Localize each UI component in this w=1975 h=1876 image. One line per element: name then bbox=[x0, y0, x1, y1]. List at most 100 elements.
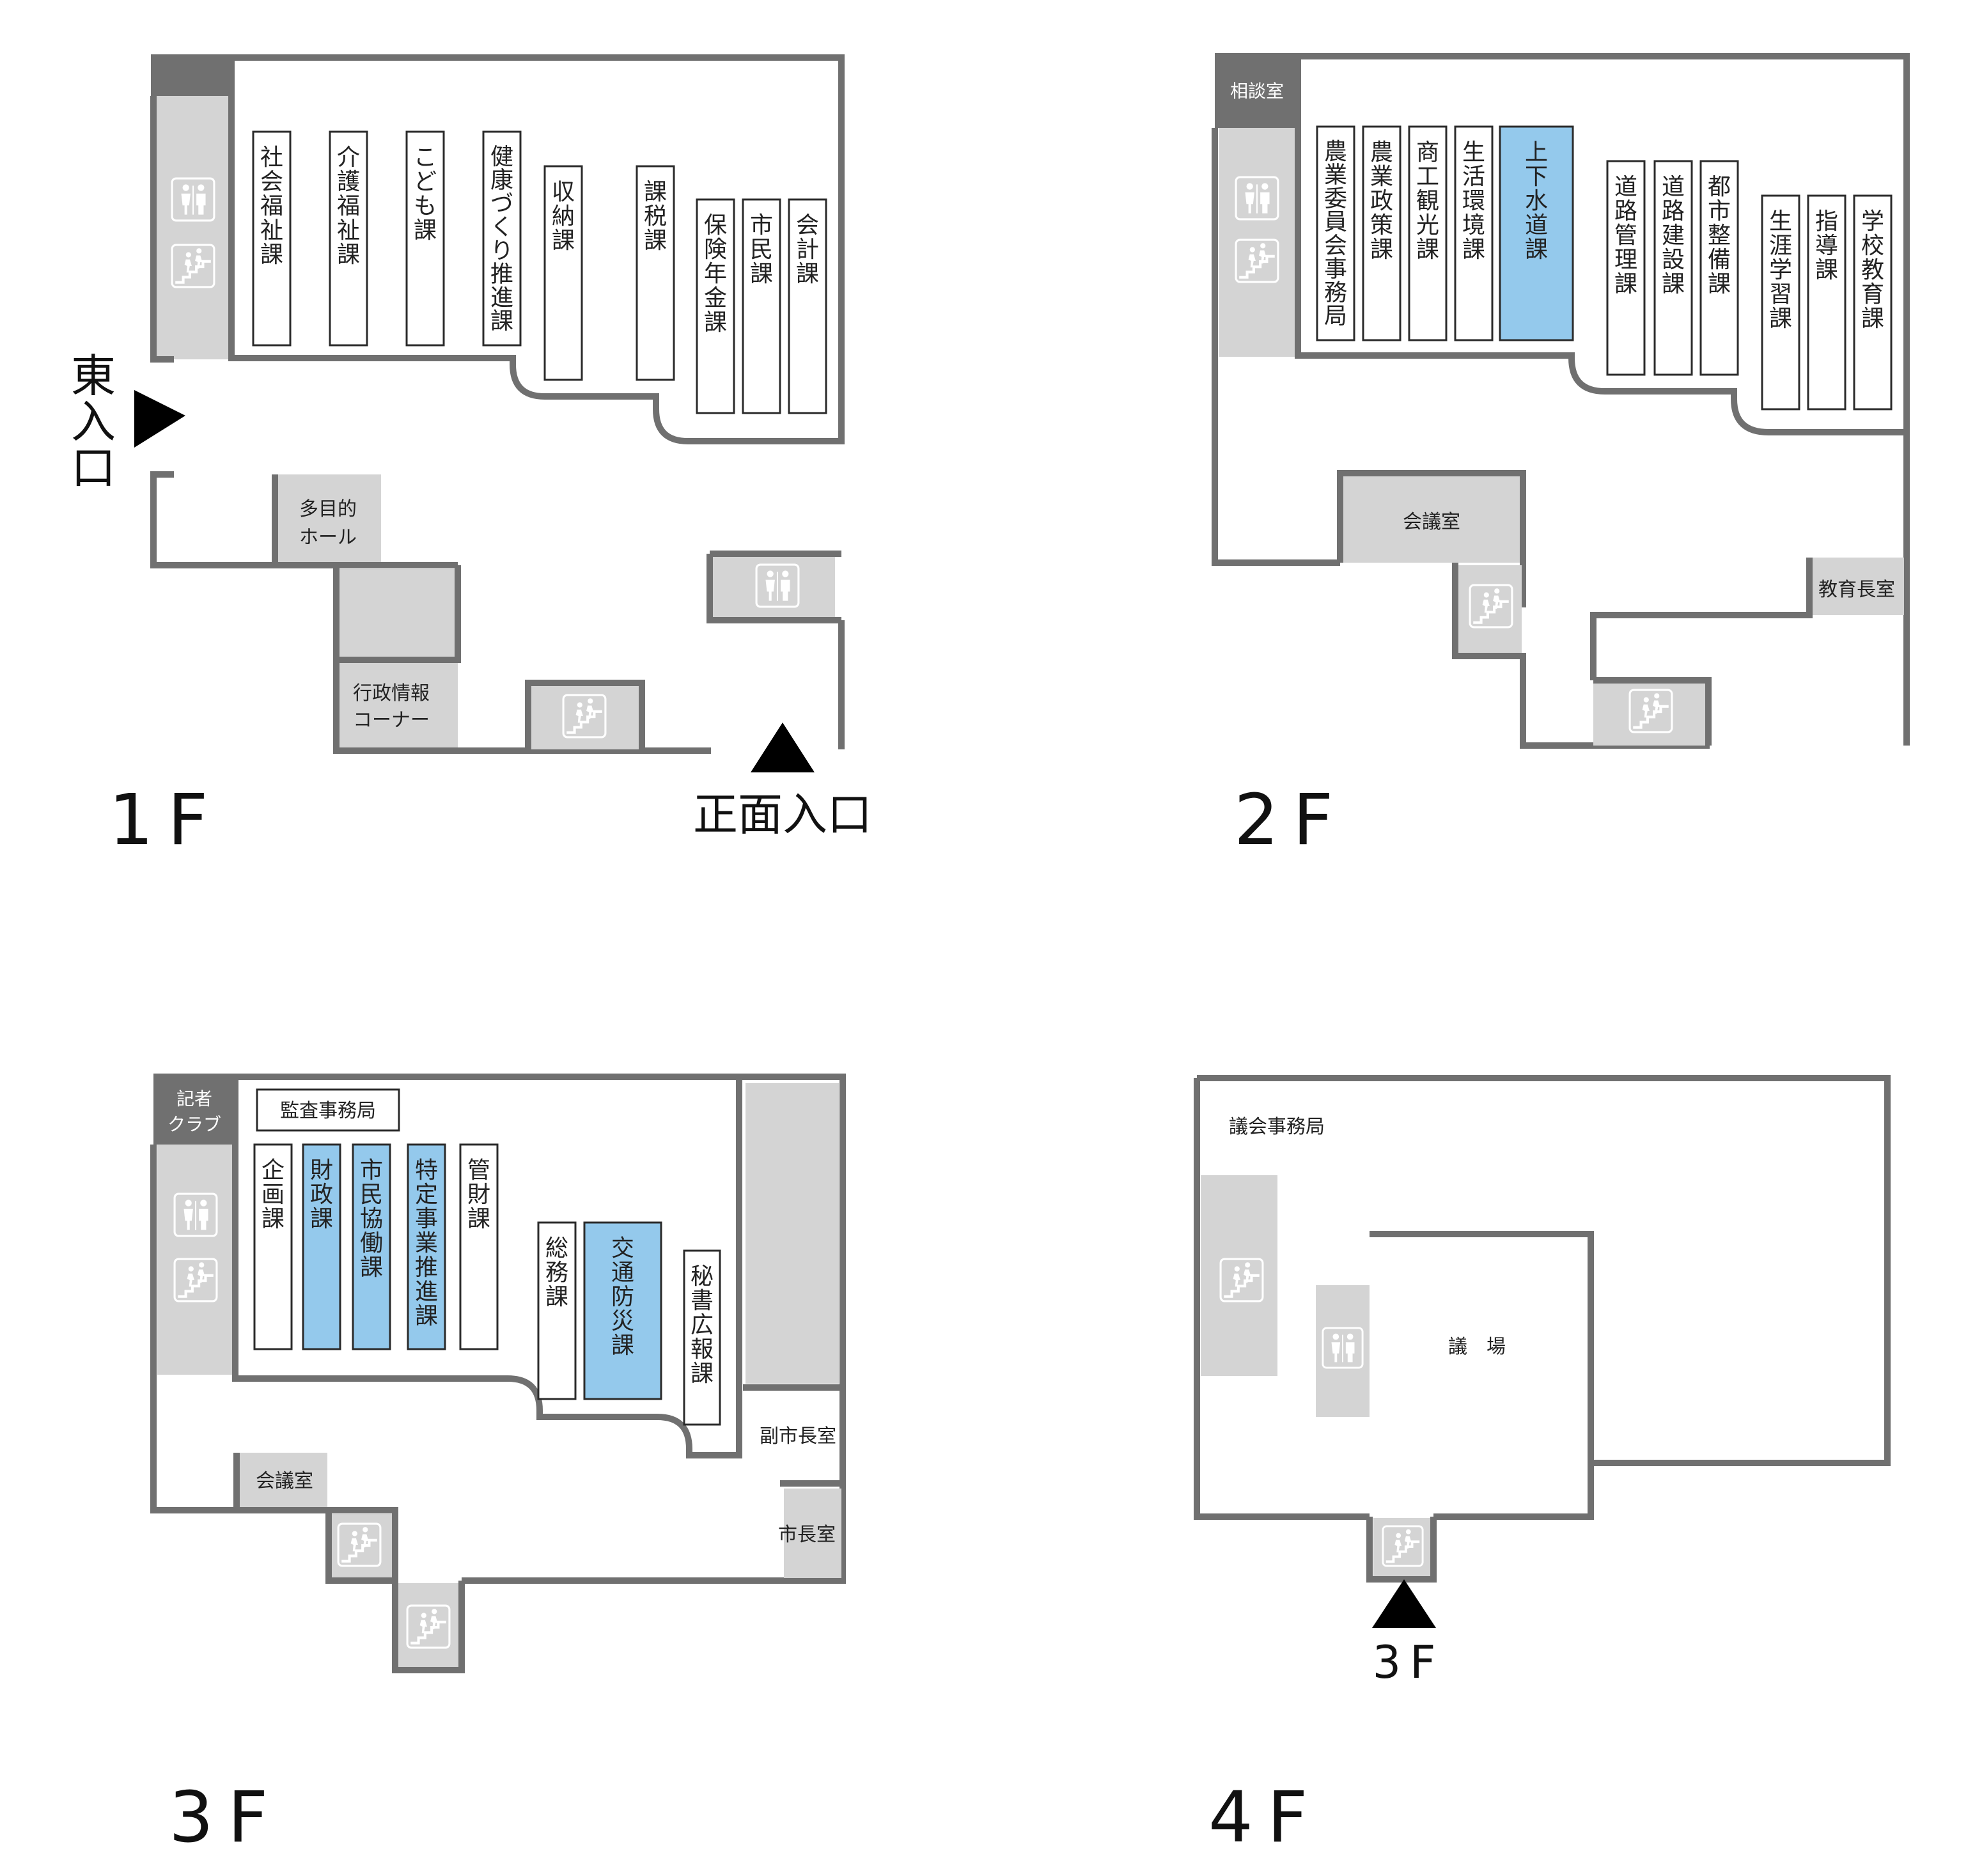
wall bbox=[1194, 1078, 1370, 1520]
department-label: 指導課 bbox=[1815, 208, 1838, 283]
room-multipurpose-hall bbox=[275, 474, 381, 565]
floor-3f: 記者 クラブ 副市長室 市長室 会議室 監査事務局 企画課財政課市民協働課特定事… bbox=[150, 1074, 846, 1858]
room-meeting bbox=[237, 1453, 327, 1510]
department-box bbox=[1362, 125, 1401, 341]
wall-west-lower bbox=[150, 471, 275, 568]
grey-room-east bbox=[746, 1083, 839, 1384]
department-box bbox=[253, 1143, 293, 1350]
superintendent-room-label: 教育長室 bbox=[1818, 579, 1895, 601]
restroom-stairs-block bbox=[1219, 128, 1297, 357]
department-box bbox=[302, 1143, 341, 1350]
front-entrance-arrow-icon bbox=[751, 723, 815, 772]
department-label: 都市整備課 bbox=[1708, 174, 1731, 297]
floor-4f: 議会事務局 議 場 3 F 4 F bbox=[1194, 1075, 1891, 1858]
east-entrance-arrow-icon bbox=[134, 390, 185, 448]
wall-west-2f bbox=[1212, 128, 1340, 566]
consultation-room-box bbox=[1215, 56, 1298, 128]
assembly-hall-wall bbox=[1370, 1231, 1594, 1463]
department-label: 課税課 bbox=[644, 179, 667, 254]
from-floor-label: 3 F bbox=[1373, 1636, 1436, 1689]
department-label: 商工観光課 bbox=[1416, 139, 1439, 263]
wall bbox=[325, 1510, 395, 1584]
stairs-block bbox=[1593, 680, 1708, 746]
department-box bbox=[683, 1249, 721, 1426]
council-office-label: 議会事務局 bbox=[1229, 1116, 1325, 1138]
office-wall bbox=[1215, 53, 1910, 435]
department-box bbox=[407, 1143, 446, 1350]
department-box bbox=[459, 1143, 499, 1350]
department-label: 農業委員会事務局 bbox=[1324, 139, 1347, 329]
wall bbox=[525, 680, 645, 749]
stairs-block bbox=[528, 684, 641, 749]
press-club-label-1: 記者 bbox=[176, 1088, 212, 1109]
office-wall bbox=[232, 1077, 742, 1458]
stairs-block bbox=[395, 1583, 462, 1670]
department-box bbox=[1807, 194, 1846, 410]
deputy-mayor-room-label: 副市長室 bbox=[760, 1425, 836, 1448]
department-label: こども課 bbox=[414, 145, 437, 244]
department-box bbox=[352, 1143, 391, 1350]
department-label: 健康づくり推進課 bbox=[490, 144, 513, 334]
department-box bbox=[1316, 125, 1355, 341]
department-label: 市民課 bbox=[750, 212, 773, 287]
department-box bbox=[1761, 194, 1800, 410]
mayor-room-label: 市長室 bbox=[778, 1524, 836, 1546]
department-box bbox=[788, 198, 827, 414]
press-club-label-2: クラブ bbox=[168, 1114, 221, 1135]
room-superintendent bbox=[1809, 558, 1904, 615]
wall bbox=[1593, 677, 1712, 746]
admin-info-corner-label-2: コーナー bbox=[353, 709, 430, 731]
wall-south-1f bbox=[333, 565, 711, 754]
department-box bbox=[636, 165, 675, 381]
department-label: 上下水道課 bbox=[1525, 139, 1548, 263]
department-box bbox=[1454, 125, 1494, 341]
floor-label-4f: 4 F bbox=[1208, 1776, 1308, 1858]
stairs-block bbox=[1201, 1175, 1277, 1376]
department-label: 企画課 bbox=[262, 1157, 285, 1232]
wall bbox=[336, 565, 461, 663]
department-box bbox=[1699, 160, 1739, 376]
wall bbox=[1337, 470, 1526, 607]
admin-info-corner-label-1: 行政情報 bbox=[353, 682, 430, 705]
room-mayor bbox=[784, 1489, 841, 1578]
department-label: 秘書広報課 bbox=[691, 1263, 714, 1387]
department-label: 生活環境課 bbox=[1462, 139, 1485, 263]
press-club-box bbox=[153, 1077, 235, 1145]
outer-wall-4f bbox=[1197, 1075, 1891, 1520]
wall bbox=[392, 1581, 465, 1673]
dark-label-box bbox=[151, 58, 234, 96]
department-label: 道路建設課 bbox=[1662, 174, 1685, 297]
department-box bbox=[1606, 160, 1646, 376]
department-label: 特定事業推進課 bbox=[415, 1157, 438, 1329]
room-meeting bbox=[1340, 473, 1523, 563]
wall bbox=[272, 474, 458, 568]
floor-label-1f: 1 F bbox=[109, 779, 208, 861]
wall bbox=[1590, 558, 1813, 680]
department-label: 介護福祉課 bbox=[337, 145, 360, 268]
department-label: 収納課 bbox=[552, 179, 575, 254]
meeting-room-label: 会議室 bbox=[1403, 511, 1460, 533]
east-entrance-label: 東入口 bbox=[71, 350, 116, 494]
floor-label-2f: 2 F bbox=[1234, 779, 1333, 861]
department-label: 道路管理課 bbox=[1614, 174, 1637, 297]
restroom-stairs-block bbox=[153, 96, 231, 359]
department-box bbox=[742, 198, 781, 414]
department-box bbox=[1653, 160, 1693, 376]
consultation-room-label: 相談室 bbox=[1230, 81, 1284, 102]
department-box bbox=[329, 130, 368, 347]
department-box bbox=[537, 1221, 577, 1400]
department-label: 農業政策課 bbox=[1370, 139, 1393, 263]
room-1f-grey bbox=[336, 569, 458, 661]
audit-office-box bbox=[256, 1088, 400, 1132]
office-wall bbox=[151, 54, 845, 444]
department-box bbox=[583, 1221, 662, 1400]
department-box bbox=[252, 130, 292, 347]
floor-label-3f: 3 F bbox=[169, 1776, 268, 1858]
department-label: 社会福祉課 bbox=[260, 145, 283, 268]
department-label: 生涯学習課 bbox=[1769, 208, 1792, 332]
